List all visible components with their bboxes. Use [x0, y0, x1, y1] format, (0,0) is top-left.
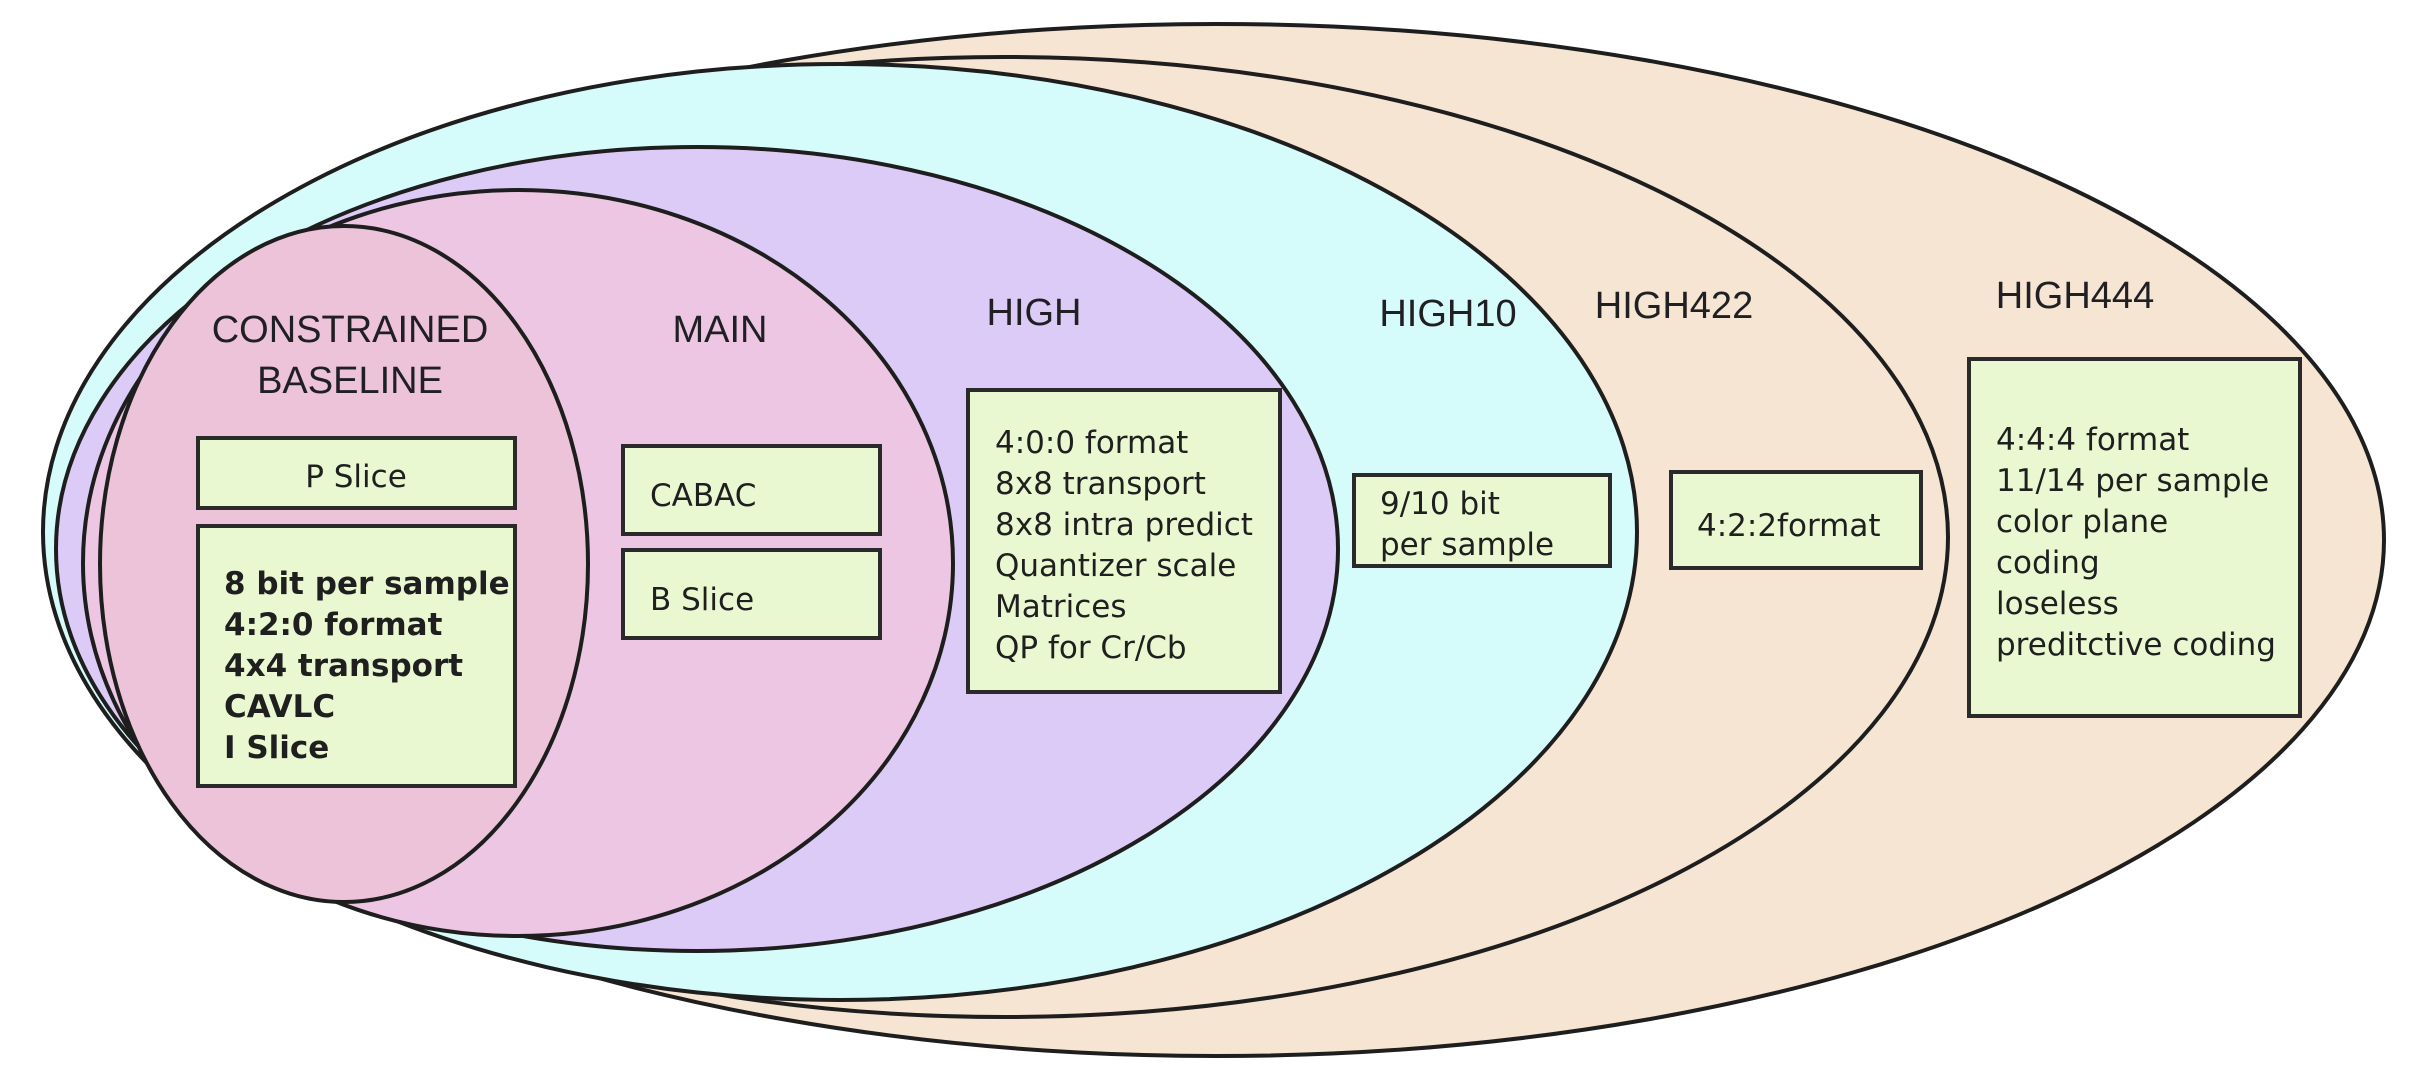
- feature-text: coding: [1996, 545, 2100, 581]
- feature-box-p-slice: P Slice: [196, 436, 517, 510]
- feature-text: preditctive coding: [1996, 627, 2276, 663]
- label-high444: HIGH444: [1996, 275, 2154, 317]
- feature-text: 4:2:2format: [1697, 508, 1881, 544]
- feature-text: 8x8 intra predict: [995, 507, 1253, 543]
- feature-text: per sample: [1380, 527, 1554, 563]
- feature-text: I Slice: [224, 730, 329, 766]
- feature-text: CABAC: [650, 478, 756, 514]
- feature-text: P Slice: [305, 459, 407, 495]
- feature-text: color plane: [1996, 504, 2168, 540]
- feature-text: CAVLC: [224, 689, 335, 725]
- feature-text: 4:0:0 format: [995, 425, 1188, 461]
- feature-text: loseless: [1996, 586, 2119, 622]
- label-constrained-line1: CONSTRAINED: [212, 309, 489, 351]
- feature-box-high422: 4:2:2format: [1669, 470, 1923, 570]
- feature-box-b-slice: B Slice: [621, 548, 882, 640]
- feature-text: 11/14 per sample: [1996, 463, 2269, 499]
- feature-text: 8x8 transport: [995, 466, 1206, 502]
- feature-box-cabac: CABAC: [621, 444, 882, 536]
- feature-text: Quantizer scale: [995, 548, 1236, 584]
- feature-text: 4:2:0 format: [224, 607, 443, 643]
- feature-text: 4:4:4 format: [1996, 422, 2189, 458]
- label-main: MAIN: [673, 309, 768, 351]
- feature-box-high444: 4:4:4 format 11/14 per sample color plan…: [1967, 357, 2302, 718]
- feature-box-high: 4:0:0 format 8x8 transport 8x8 intra pre…: [966, 388, 1282, 694]
- feature-box-baseline-core: 8 bit per sample 4:2:0 format 4x4 transp…: [196, 524, 517, 788]
- feature-box-high10: 9/10 bit per sample: [1352, 473, 1612, 568]
- label-high10: HIGH10: [1379, 293, 1516, 335]
- feature-text: B Slice: [650, 582, 754, 618]
- label-constrained-line2: BASELINE: [257, 360, 443, 402]
- feature-text: 8 bit per sample: [224, 566, 510, 602]
- label-high422: HIGH422: [1595, 285, 1753, 327]
- feature-text: QP for Cr/Cb: [995, 630, 1187, 666]
- feature-text: 9/10 bit: [1380, 486, 1500, 522]
- feature-text: 4x4 transport: [224, 648, 463, 684]
- label-high: HIGH: [987, 292, 1082, 334]
- feature-text: Matrices: [995, 589, 1127, 625]
